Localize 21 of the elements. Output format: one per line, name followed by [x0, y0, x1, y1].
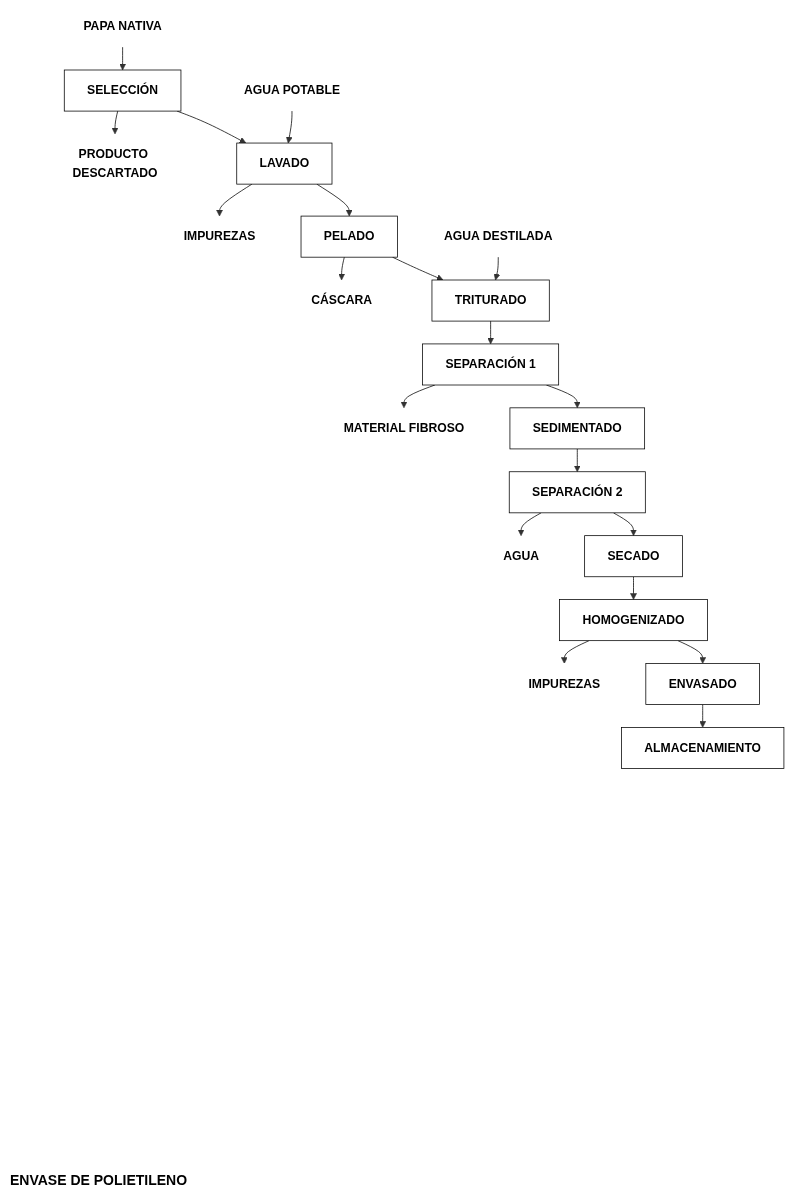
node-text: IMPUREZAS	[528, 677, 601, 691]
node-text: PAPA NATIVA	[83, 19, 162, 33]
node-box: SECADO	[584, 535, 683, 578]
node-text: IMPUREZAS	[183, 229, 256, 243]
node-text: MATERIAL FIBROSO	[343, 421, 465, 435]
stream-label: ENVASE DE POLIETILENO	[10, 1172, 188, 1188]
node-text: PRODUCTO DESCARTADO	[72, 147, 158, 179]
node-text: CÁSCARA	[311, 293, 373, 307]
node-text: AGUA DESTILADA	[444, 229, 553, 243]
node-box: HOMOGENIZADO	[559, 599, 708, 642]
node-box: TRITURADO	[431, 279, 550, 322]
node-text: AGUA	[503, 549, 539, 563]
node-box: LAVADO	[236, 142, 333, 185]
node-box: ALMACENAMIENTO	[621, 727, 785, 769]
node-box: SELECCIÓN	[63, 69, 182, 112]
node-box: SEPARACIÓN 2	[508, 471, 646, 514]
node-text: AGUA POTABLE	[243, 83, 340, 97]
node-box: PELADO	[300, 215, 398, 258]
node-box: SEPARACIÓN 1	[422, 343, 560, 386]
node-box: SEDIMENTADO	[509, 407, 645, 450]
node-box: ENVASADO	[645, 663, 760, 705]
